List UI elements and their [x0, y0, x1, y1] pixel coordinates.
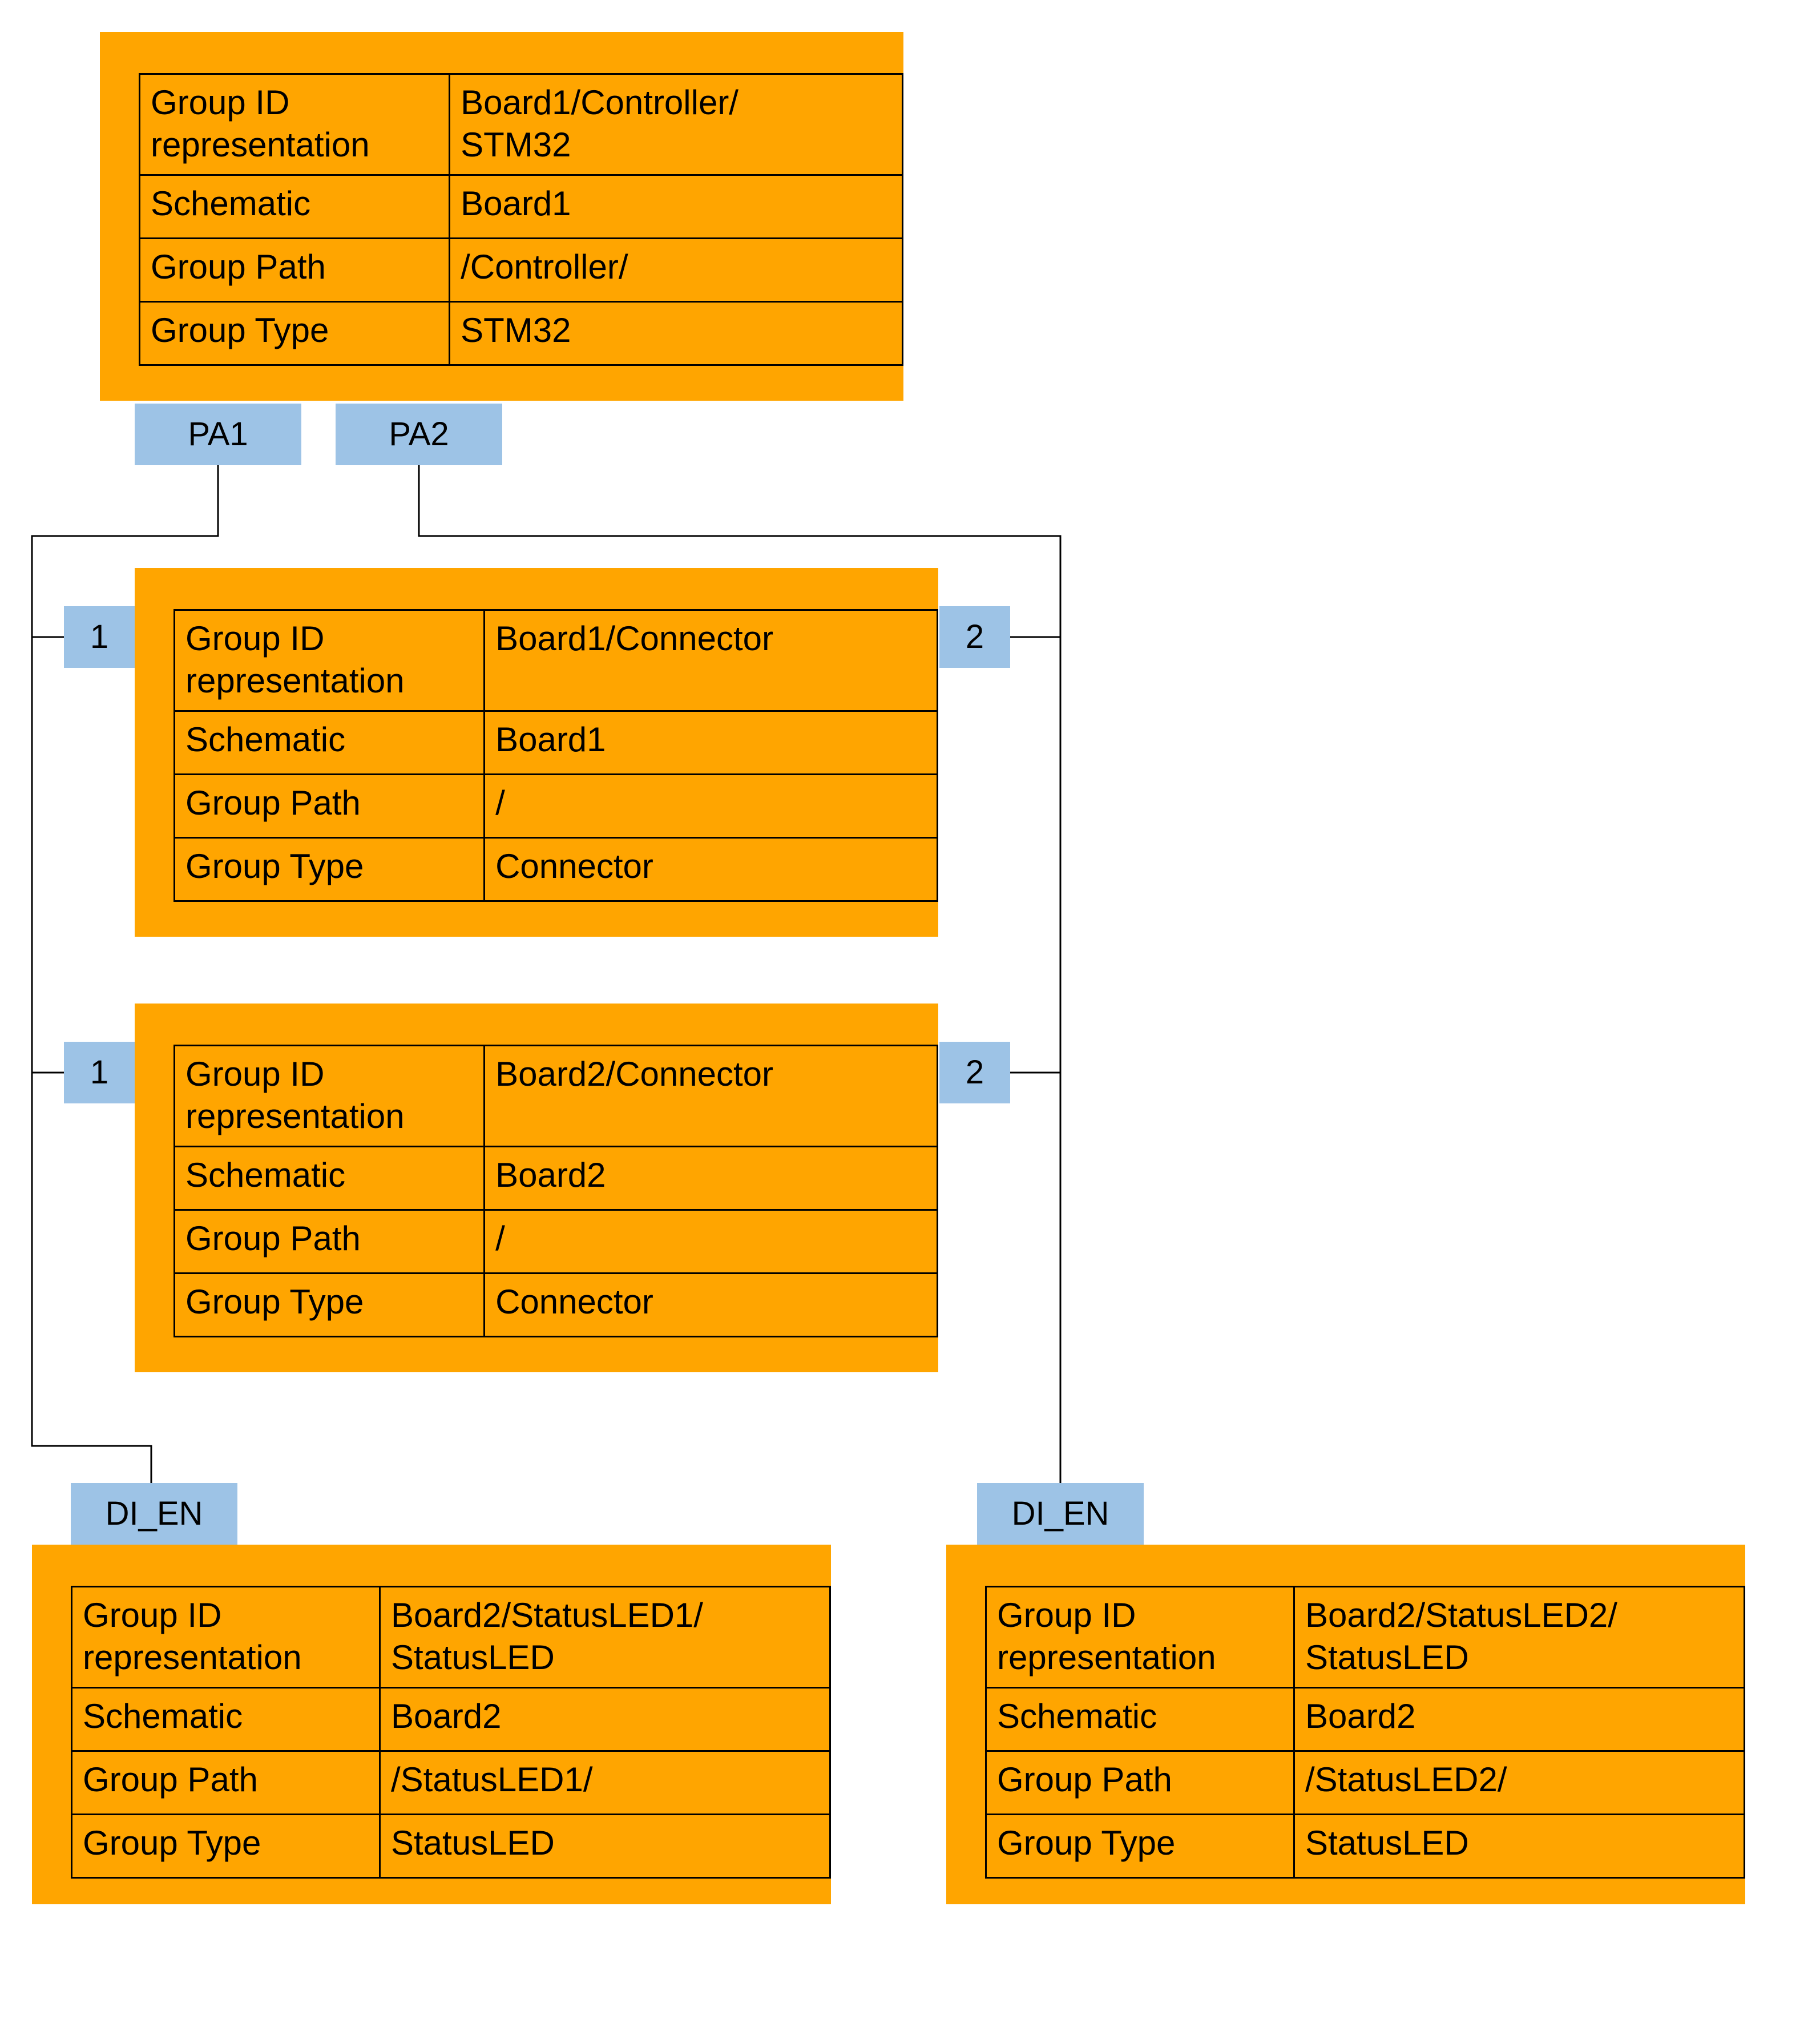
properties-table: Group ID representation Board2/StatusLED… [71, 1586, 832, 1879]
prop-label: Schematic [173, 710, 486, 775]
prop-label: Group Type [71, 1814, 381, 1879]
prop-value: StatusLED [1293, 1814, 1746, 1879]
prop-value: StatusLED [378, 1814, 832, 1879]
prop-label: Group Path [138, 237, 451, 303]
node-board2-statusled1[interactable]: Group ID representation Board2/StatusLED… [32, 1545, 832, 1904]
prop-label: Schematic [138, 174, 451, 239]
node-board1-connector[interactable]: Group ID representation Board1/Connector… [135, 568, 938, 937]
pin-1-board1-connector[interactable]: 1 [64, 606, 135, 668]
pin-dien-statusled2[interactable]: DI_EN [977, 1483, 1144, 1545]
prop-label: Schematic [71, 1687, 381, 1752]
prop-label: Schematic [173, 1146, 486, 1211]
prop-value: Board1/Controller/ STM32 [449, 73, 903, 176]
prop-value: /StatusLED2/ [1293, 1750, 1746, 1815]
node-board2-statusled2[interactable]: Group ID representation Board2/StatusLED… [946, 1545, 1746, 1904]
pin-2-board2-connector[interactable]: 2 [939, 1042, 1010, 1103]
prop-value: Board2 [483, 1146, 938, 1211]
prop-label: Group Type [985, 1814, 1295, 1879]
prop-value: / [483, 1209, 938, 1274]
prop-value: Connector [483, 1272, 938, 1337]
prop-value: Connector [483, 837, 938, 902]
prop-label: Group ID representation [173, 1045, 486, 1147]
wire-net-pa1 [31, 465, 219, 1483]
prop-value: / [483, 773, 938, 839]
prop-value: Board2 [1293, 1687, 1746, 1752]
prop-value: Board2/StatusLED2/ StatusLED [1293, 1586, 1746, 1688]
prop-label: Group Path [173, 1209, 486, 1274]
prop-value: Board1 [449, 174, 903, 239]
prop-value: STM32 [449, 301, 903, 366]
properties-table: Group ID representation Board2/StatusLED… [985, 1586, 1746, 1879]
prop-label: Group ID representation [138, 73, 451, 176]
prop-label: Group ID representation [173, 609, 486, 712]
properties-table: Group ID representation Board2/Connector… [173, 1045, 938, 1337]
prop-value: Board2/Connector [483, 1045, 938, 1147]
prop-label: Group Path [71, 1750, 381, 1815]
prop-value: /Controller/ [449, 237, 903, 303]
prop-label: Schematic [985, 1687, 1295, 1752]
properties-table: Group ID representation Board1/Controlle… [138, 73, 903, 366]
prop-value: Board2/StatusLED1/ StatusLED [378, 1586, 832, 1688]
prop-label: Group Path [173, 773, 486, 839]
pin-2-board1-connector[interactable]: 2 [939, 606, 1010, 668]
node-board2-connector[interactable]: Group ID representation Board2/Connector… [135, 1004, 938, 1372]
pin-pa2[interactable]: PA2 [336, 404, 502, 465]
prop-value: Board1/Connector [483, 609, 938, 712]
prop-label: Group ID representation [71, 1586, 381, 1688]
pin-1-board2-connector[interactable]: 1 [64, 1042, 135, 1103]
prop-label: Group Path [985, 1750, 1295, 1815]
prop-label: Group Type [138, 301, 451, 366]
wire-net-pa2 [418, 465, 1062, 1483]
node-board1-controller-stm32[interactable]: Group ID representation Board1/Controlle… [100, 32, 903, 401]
properties-table: Group ID representation Board1/Connector… [173, 609, 938, 902]
prop-value: Board2 [378, 1687, 832, 1752]
prop-value: /StatusLED1/ [378, 1750, 832, 1815]
prop-label: Group Type [173, 837, 486, 902]
pin-pa1[interactable]: PA1 [135, 404, 301, 465]
prop-value: Board1 [483, 710, 938, 775]
prop-label: Group Type [173, 1272, 486, 1337]
prop-label: Group ID representation [985, 1586, 1295, 1688]
pin-dien-statusled1[interactable]: DI_EN [71, 1483, 237, 1545]
